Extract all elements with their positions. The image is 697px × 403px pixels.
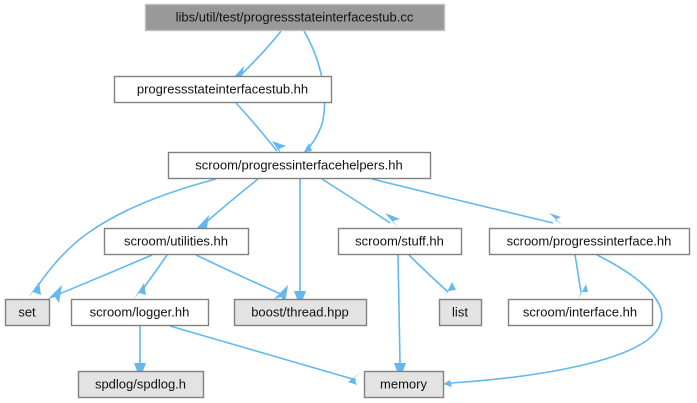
node-box[interactable]: [144, 3, 446, 32]
arrowhead-icon: [274, 285, 288, 303]
edge-line: [203, 178, 259, 225]
edge-line: [574, 254, 582, 293]
arrowhead-icon: [272, 141, 286, 156]
arrowhead-icon: [549, 213, 562, 225]
edge-stubhh-to-helpers: [235, 102, 286, 156]
edge-line: [321, 178, 391, 224]
edge-stuff-to-list: [408, 254, 456, 298]
edge-line: [450, 254, 663, 384]
node-box[interactable]: [167, 151, 432, 180]
edge-line: [408, 254, 449, 293]
edge-helpers-to-stuff: [321, 178, 400, 228]
edge-pinterface-to-interface: [574, 254, 588, 300]
node-box[interactable]: [70, 298, 210, 327]
arrowhead-icon: [444, 282, 456, 298]
arrowhead-icon: [48, 285, 62, 303]
graph-node-stubhh[interactable]: progressstateinterfacestub.hh: [113, 75, 333, 104]
graph-node-memory[interactable]: memory: [363, 370, 445, 399]
arrowhead-icon: [443, 376, 457, 387]
node-label: scroom/stuff.hh: [355, 233, 444, 248]
graph-node-pinterface[interactable]: scroom/progressinterface.hh: [488, 227, 691, 256]
edge-logger-to-memory: [169, 325, 362, 385]
node-label: libs/util/test/progressstateinterfacestu…: [176, 9, 414, 24]
edge-line: [235, 102, 278, 152]
node-box[interactable]: [113, 75, 333, 104]
graph-node-helpers[interactable]: scroom/progressinterfacehelpers.hh: [167, 151, 432, 180]
node-box[interactable]: [103, 227, 250, 256]
edge-helpers-to-pinterface: [371, 178, 562, 225]
node-label: scroom/utilities.hh: [124, 233, 228, 248]
node-box[interactable]: [233, 298, 368, 327]
arrowhead-icon: [28, 282, 41, 298]
node-label: set: [18, 304, 36, 319]
edge-line: [169, 325, 357, 381]
edge-pinterface-to-memory: [443, 254, 663, 387]
node-label: boost/thread.hpp: [251, 304, 349, 319]
graph-node-interface[interactable]: scroom/interface.hh: [507, 298, 654, 327]
node-box[interactable]: [488, 227, 691, 256]
arrowhead-icon: [348, 371, 362, 385]
graph-node-utilities[interactable]: scroom/utilities.hh: [103, 227, 250, 256]
arrowhead-icon: [578, 284, 588, 300]
edge-helpers-to-set: [28, 178, 217, 298]
graph-node-spdlog[interactable]: spdlog/spdlog.h: [77, 370, 205, 399]
nodes-layer: libs/util/test/progressstateinterfacestu…: [4, 3, 691, 399]
edge-line: [56, 254, 153, 296]
edge-line: [397, 254, 401, 364]
node-box[interactable]: [77, 370, 205, 399]
graph-node-root[interactable]: libs/util/test/progressstateinterfacestu…: [144, 3, 446, 32]
edge-utilities-to-logger: [134, 254, 168, 299]
graph-node-stuff[interactable]: scroom/stuff.hh: [337, 227, 463, 256]
edge-stuff-to-memory: [394, 254, 406, 379]
edge-line: [33, 178, 217, 293]
arrowhead-icon: [134, 283, 146, 299]
edge-utilities-to-set: [48, 254, 153, 303]
edge-helpers-to-thread: [294, 179, 306, 307]
node-box[interactable]: [4, 298, 51, 327]
node-box[interactable]: [507, 298, 654, 327]
edge-line: [195, 254, 284, 296]
node-label: memory: [380, 376, 427, 391]
graph-node-list[interactable]: list: [438, 298, 483, 327]
edge-helpers-to-utilities: [195, 178, 259, 234]
node-box[interactable]: [363, 370, 445, 399]
node-label: progressstateinterfacestub.hh: [137, 81, 308, 96]
arrowhead-icon: [300, 143, 312, 159]
node-label: scroom/progressinterface.hh: [507, 233, 672, 248]
edge-utilities-to-thread: [195, 254, 288, 303]
node-label: scroom/progressinterfacehelpers.hh: [195, 157, 402, 172]
graph-node-set[interactable]: set: [4, 298, 51, 327]
node-label: scroom/logger.hh: [90, 304, 190, 319]
arrowhead-icon: [385, 213, 400, 228]
edge-line: [239, 30, 282, 77]
node-label: spdlog/spdlog.h: [95, 376, 186, 391]
graph-node-logger[interactable]: scroom/logger.hh: [70, 298, 210, 327]
edges-layer: [28, 30, 663, 387]
edge-line: [371, 178, 554, 224]
edge-root-to-helpers: [300, 30, 326, 159]
node-label: list: [452, 304, 468, 319]
node-label: scroom/interface.hh: [523, 304, 637, 319]
graph-node-thread[interactable]: boost/thread.hpp: [233, 298, 368, 327]
node-box[interactable]: [337, 227, 463, 256]
edge-line: [303, 30, 326, 154]
node-box[interactable]: [438, 298, 483, 327]
